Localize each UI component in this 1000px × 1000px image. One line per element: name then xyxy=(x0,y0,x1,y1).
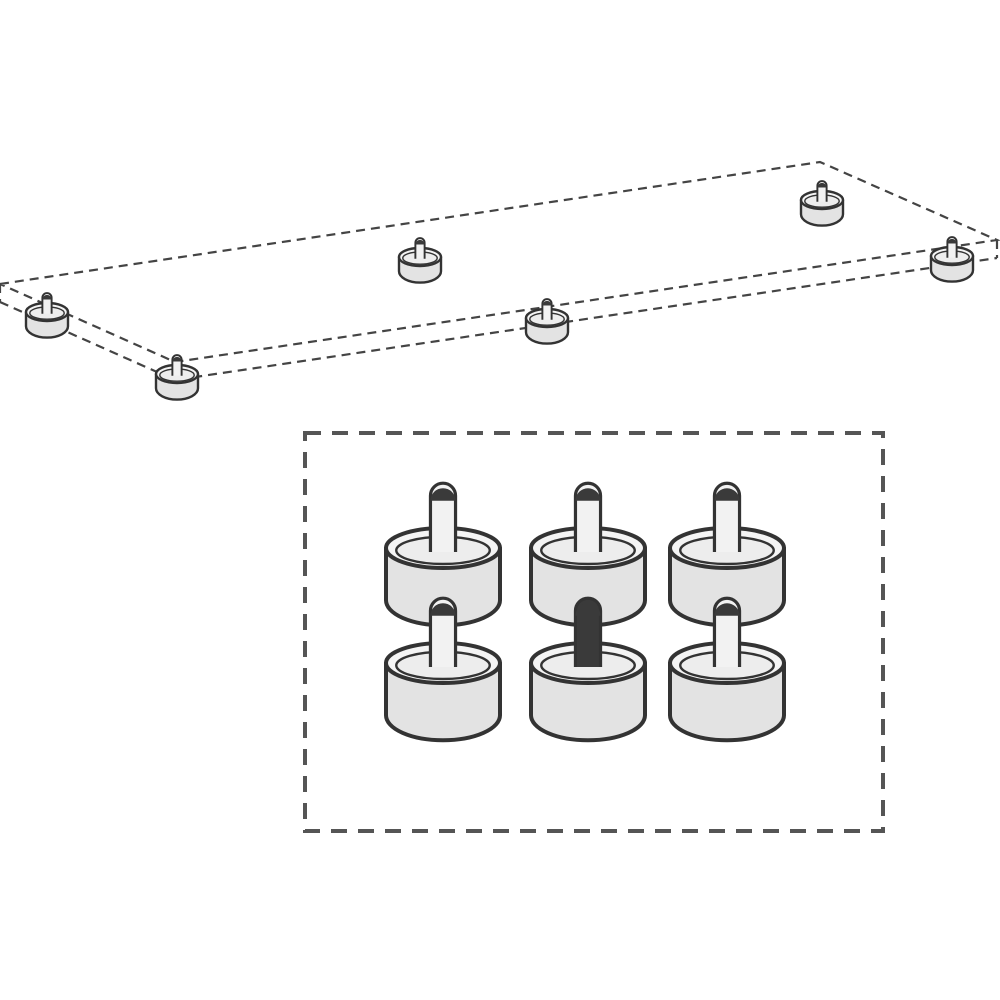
detail-foot xyxy=(668,596,786,743)
detail-foot xyxy=(668,481,786,628)
panel-feet-group xyxy=(24,180,975,401)
foot-pin-cap xyxy=(714,603,740,616)
shelf-panel xyxy=(0,160,1000,382)
foot-pin-cap xyxy=(575,603,601,616)
foot-pin-cap xyxy=(42,294,52,300)
foot-pin-cap xyxy=(817,182,827,188)
foot-pin-cap xyxy=(415,239,425,245)
detail-foot xyxy=(384,481,502,628)
panel-foot xyxy=(799,180,845,227)
panel-foot xyxy=(524,298,570,345)
panel-foot xyxy=(24,292,70,339)
foot-pin-cap xyxy=(430,488,456,501)
panel-foot xyxy=(929,236,975,283)
detail-feet-group xyxy=(384,481,786,743)
foot-pin-cap xyxy=(714,488,740,501)
foot-pin-cap xyxy=(947,238,957,244)
foot-pin-cap xyxy=(172,356,182,362)
detail-foot xyxy=(529,596,647,743)
foot-pin-cap xyxy=(575,488,601,501)
foot-pin-cap xyxy=(430,603,456,616)
detail-foot xyxy=(384,596,502,743)
detail-foot xyxy=(529,481,647,628)
panel-foot xyxy=(154,354,200,401)
foot-pin-cap xyxy=(542,300,552,306)
panel-front-edge xyxy=(0,256,998,382)
panel-foot xyxy=(397,237,443,284)
